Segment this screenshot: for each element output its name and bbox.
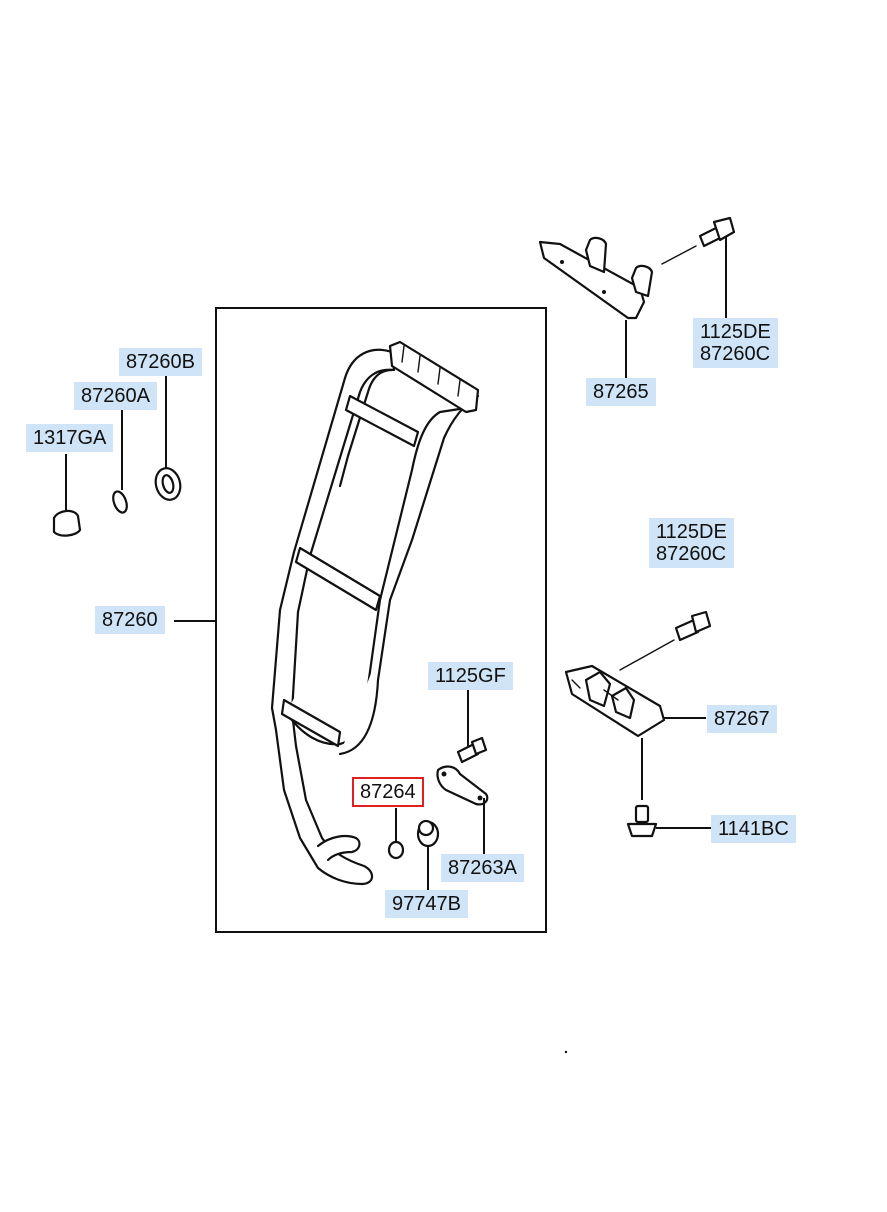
callout-87260[interactable]: 87260: [95, 606, 165, 634]
bolt-mid-1125de[interactable]: [674, 610, 712, 642]
callout-1125gf[interactable]: 1125GF: [428, 662, 513, 690]
leader-lines: [65, 236, 727, 892]
callout-97747b[interactable]: 97747B: [385, 890, 468, 918]
bolt-top-1125de[interactable]: [698, 216, 736, 248]
callout-1125de-top: 1125DE: [700, 321, 771, 343]
clip-87260a[interactable]: [111, 490, 130, 515]
callout-87260a[interactable]: 87260A: [74, 382, 157, 410]
grommet-87260b[interactable]: [152, 465, 183, 502]
cap-1317ga[interactable]: [52, 509, 82, 537]
stray-dot: [564, 1050, 568, 1054]
callout-1125de-87260c-top[interactable]: 1125DE 87260C: [693, 318, 778, 368]
callout-1125de-mid: 1125DE: [656, 521, 727, 543]
callout-87263a[interactable]: 87263A: [441, 854, 524, 882]
cap-97747b[interactable]: [416, 819, 440, 848]
callout-1125de-87260c-mid[interactable]: 1125DE 87260C: [649, 518, 734, 568]
callout-87260b[interactable]: 87260B: [119, 348, 202, 376]
bolt-1141bc[interactable]: [626, 804, 658, 838]
callout-1141bc[interactable]: 1141BC: [711, 815, 796, 843]
bracket-87267[interactable]: [564, 664, 666, 738]
bracket-87265[interactable]: [538, 236, 654, 320]
ladder-part[interactable]: [270, 340, 480, 886]
callout-87260c-top: 87260C: [700, 343, 771, 365]
bracket-87263a[interactable]: [436, 765, 489, 806]
callout-1317ga[interactable]: 1317GA: [26, 424, 114, 452]
bolt-1125gf[interactable]: [456, 736, 488, 764]
callout-87265[interactable]: 87265: [586, 378, 656, 406]
plug-87264[interactable]: [387, 840, 405, 860]
callout-87267[interactable]: 87267: [707, 705, 777, 733]
callout-87264[interactable]: 87264: [352, 777, 424, 807]
assembly-frame: [215, 307, 547, 933]
callout-87260c-mid: 87260C: [656, 543, 727, 565]
